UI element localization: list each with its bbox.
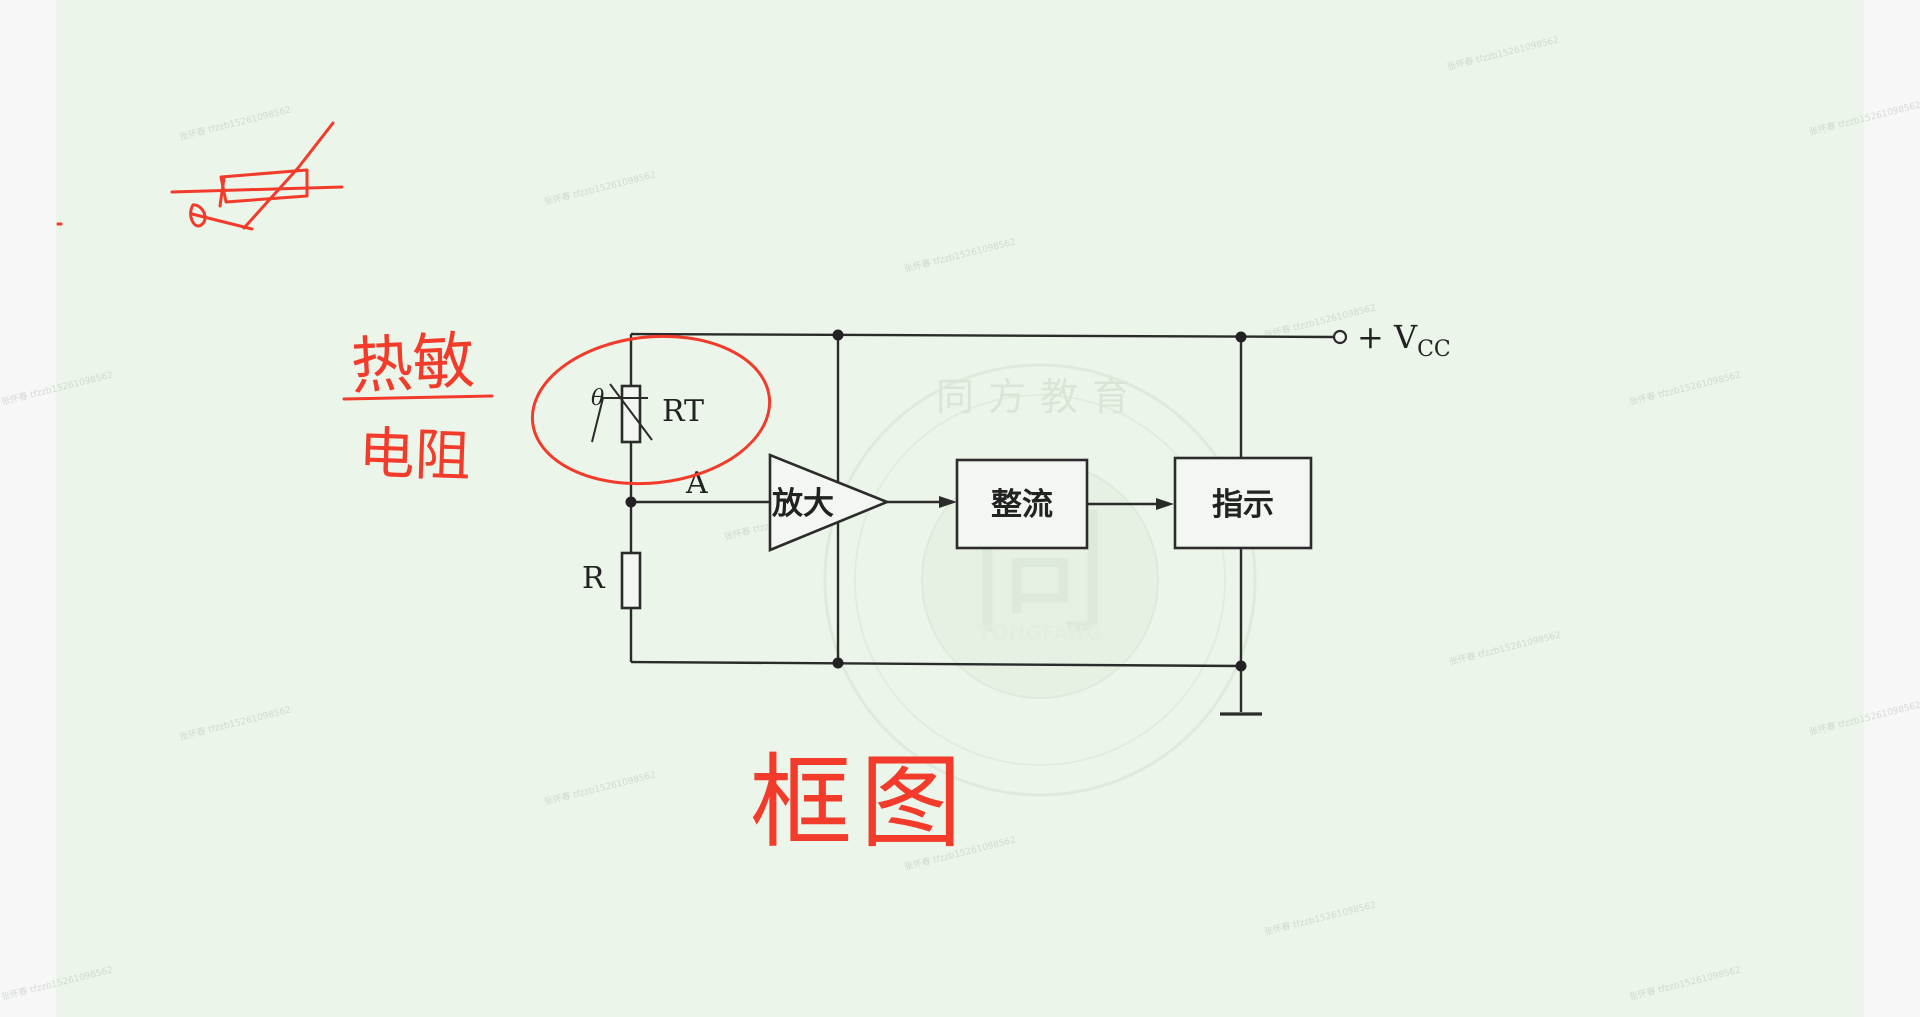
watermark-text: 张怀春 tfzzb15261098562 [0,369,114,408]
tongfang-logo-watermark: 同方教育 同 TONGFANG [823,363,1257,797]
note-underline [342,394,494,401]
junction-node [1235,331,1247,343]
watermark-text: 张怀春 tfzzb15261098562 [1808,99,1920,138]
watermark-text: 张怀春 tfzzb15261098562 [1448,629,1562,668]
junction-node [832,329,844,341]
vcc-label: + VCC [1357,318,1451,362]
bottom-rail-wire [630,660,1241,668]
top-rail-wire [630,332,1335,339]
junction-nodes [625,329,1247,672]
vcc-terminal [1332,329,1348,345]
rectifier-block: 整流 [955,458,1089,550]
left-gutter [0,0,56,1017]
thermistor-sketch [56,121,344,231]
watermark-text: 张怀春 tfzzb15261098562 [1446,34,1560,73]
handwritten-block-diagram-note: 框图 [750,744,970,863]
right-gutter [1864,0,1920,1017]
sketch-stroke [218,176,226,208]
rectifier-label: 整流 [991,487,1053,523]
watermark-text: 张怀春 tfzzb15261098562 [0,964,114,1003]
vcc-subscript: CC [1417,337,1451,362]
indicator-block: 指示 [1173,456,1313,550]
thermistor-rt: θ RT [591,383,704,444]
resistor-body [620,551,642,610]
watermark-text: 张怀春 tfzzb15261098562 [1263,899,1377,938]
rectifier-box [955,458,1089,550]
vcc-main: + V [1357,318,1418,356]
handwritten-note-line1: 热敏 [349,324,477,403]
watermark-text: 张怀春 tfzzb15261098562 [543,769,657,808]
thermistor-slash [591,397,648,443]
circuit-wiring [629,329,1348,716]
rt-highlight-circle [530,334,772,486]
handwritten-note-line2: 电阻 [358,421,472,490]
watermark-text: 张怀春 tfzzb15261098562 [543,169,657,208]
sketch-stroke [190,212,254,231]
logo-chinese-text: 同方教育 [936,375,1144,419]
sketch-stroke [219,168,309,204]
indicator-box [1173,456,1313,550]
arrow-head [939,496,957,508]
amplifier-label: 放大 [771,486,834,522]
junction-node [1235,660,1247,672]
amplifier-block: 放大 [768,453,891,552]
watermark-text: 张怀春 tfzzb15261098562 [178,704,292,743]
watermark-text: 张怀春 tfzzb15261098562 [1808,699,1920,738]
handwriting-annotations: 热敏 电阻 框图 [56,121,970,863]
indicator-label: 指示 [1212,487,1274,523]
amplifier-triangle [768,453,891,552]
rt-label: RT [662,394,704,429]
junction-node [832,657,844,669]
sketch-stroke [242,121,335,230]
arrow-head [1156,498,1174,510]
node-a-label: A [685,466,708,501]
thermistor-body [620,384,642,444]
resistor-r: R [582,551,642,610]
junction-node [625,496,637,508]
watermark-text: 张怀春 tfzzb15261098562 [1628,964,1742,1003]
sketch-stroke [170,185,344,194]
r-label: R [582,561,606,596]
watermark-text: 张怀春 tfzzb15261098562 [1628,369,1742,408]
watermark-text: 张怀春 tfzzb15261098562 [903,236,1017,275]
thermistor-diagonal [609,383,653,441]
watermark-text: 张怀春 tfzzb15261098562 [178,104,292,143]
theta-label: θ [591,386,604,411]
logo-english-text: TONGFANG [978,621,1102,645]
sketch-stroke [189,203,207,228]
